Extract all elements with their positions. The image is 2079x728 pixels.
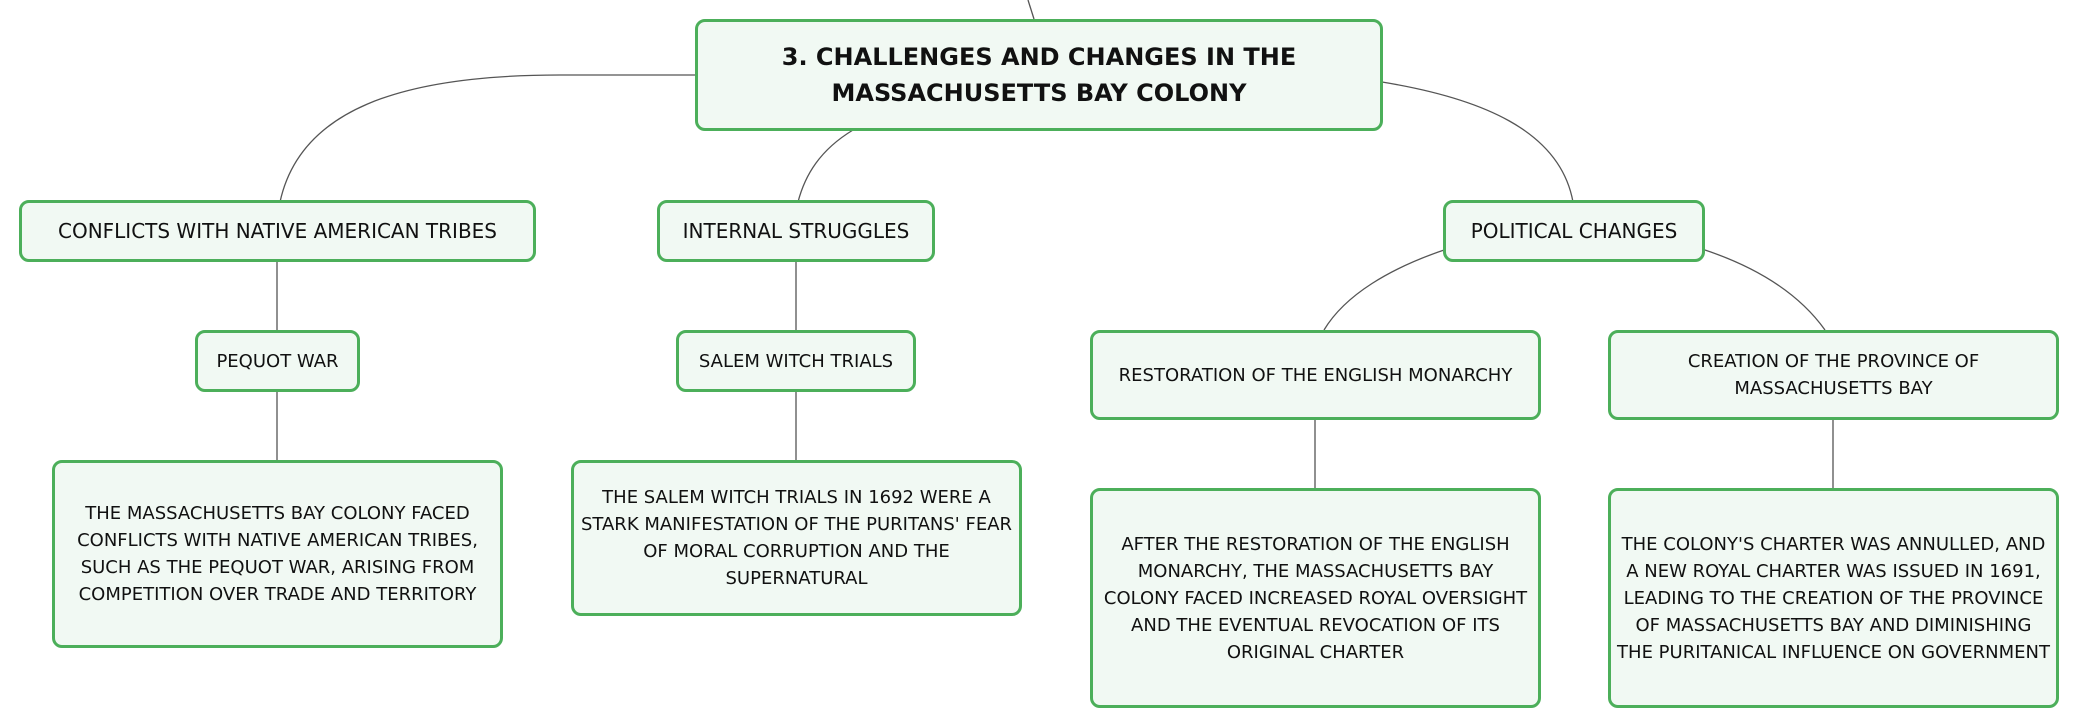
connector-root-branch-internal — [797, 129, 854, 203]
connector-political-restoration — [1323, 248, 1448, 331]
branch-political-node[interactable]: POLITICAL CHANGES — [1443, 200, 1705, 262]
branch-conflicts-label: CONFLICTS WITH NATIVE AMERICAN TRIBES — [57, 219, 497, 243]
topic-restoration-label: RESTORATION OF THE ENGLISH MONARCHY — [1118, 364, 1513, 386]
topic-salem-label: SALEM WITCH TRIALS — [698, 350, 894, 372]
detail-salem-node[interactable]: THE SALEM WITCH TRIALS IN 1692 WERE A ST… — [571, 460, 1022, 616]
topic-salem-node[interactable]: SALEM WITCH TRIALS — [676, 330, 916, 392]
connector-root-branch-conflicts — [279, 74, 697, 203]
connector-parent-root — [1027, 0, 1035, 20]
detail-restoration-node[interactable]: AFTER THE RESTORATION OF THE ENGLISH MON… — [1090, 488, 1541, 708]
detail-salem-text: THE SALEM WITCH TRIALS IN 1692 WERE A ST… — [580, 487, 1013, 589]
branch-internal-label: INTERNAL STRUGGLES — [682, 219, 910, 243]
branch-political-label: POLITICAL CHANGES — [1470, 219, 1678, 243]
root-node[interactable]: 3. CHALLENGES AND CHANGES IN THE MASSACH… — [695, 19, 1383, 131]
connector-political-creation — [1701, 248, 1826, 331]
topic-pequot-war-label: PEQUOT WAR — [216, 350, 339, 372]
detail-restoration-text: AFTER THE RESTORATION OF THE ENGLISH MON… — [1103, 533, 1528, 663]
topic-restoration-node[interactable]: RESTORATION OF THE ENGLISH MONARCHY — [1090, 330, 1541, 420]
connector-root-branch-political — [1381, 81, 1574, 203]
branch-internal-node[interactable]: INTERNAL STRUGGLES — [657, 200, 935, 262]
detail-pequot-war-text: THE MASSACHUSETTS BAY COLONY FACED CONFL… — [77, 503, 478, 605]
root-title: 3. CHALLENGES AND CHANGES IN THE MASSACH… — [781, 43, 1297, 107]
detail-creation-text: THE COLONY'S CHARTER WAS ANNULLED, AND A… — [1617, 533, 2050, 663]
topic-pequot-war-node[interactable]: PEQUOT WAR — [195, 330, 360, 392]
topic-creation-node[interactable]: CREATION OF THE PROVINCE OF MASSACHUSETT… — [1608, 330, 2059, 420]
detail-creation-node[interactable]: THE COLONY'S CHARTER WAS ANNULLED, AND A… — [1608, 488, 2059, 708]
detail-pequot-war-node[interactable]: THE MASSACHUSETTS BAY COLONY FACED CONFL… — [52, 460, 503, 648]
branch-conflicts-node[interactable]: CONFLICTS WITH NATIVE AMERICAN TRIBES — [19, 200, 536, 262]
topic-creation-label: CREATION OF THE PROVINCE OF MASSACHUSETT… — [1687, 351, 1980, 399]
